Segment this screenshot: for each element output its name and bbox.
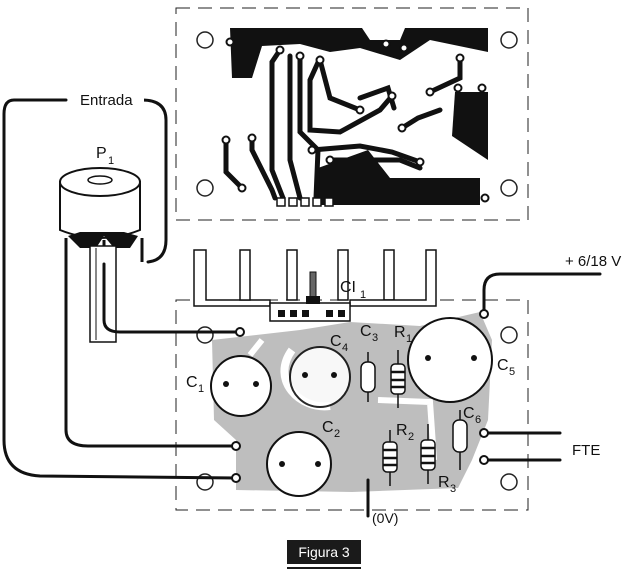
caption-underline [287,567,361,569]
resistor-r1 [390,350,406,408]
label-r2: R 2 [396,422,414,443]
label-c2: C 2 [322,419,340,440]
label-r3: R 3 [438,474,456,495]
potentiometer-p1 [59,167,144,343]
svg-text:C: C [463,405,475,422]
svg-text:1: 1 [406,333,412,345]
svg-text:C: C [360,323,372,340]
top-pcb-board [175,7,529,221]
svg-text:R: R [394,324,406,341]
svg-text:1: 1 [108,155,114,167]
label-c4: C 4 [330,333,348,354]
svg-text:C: C [330,333,342,350]
svg-text:3: 3 [450,483,456,495]
label-supply: + 6/18 V [565,253,621,270]
svg-text:R: R [396,422,408,439]
capacitor-c1 [210,355,272,417]
svg-text:1: 1 [198,383,204,395]
capacitor-c5 [407,317,493,403]
ic-cl1 [269,271,351,322]
label-p1: P 1 [96,145,114,167]
label-ground: (0V) [372,510,398,526]
svg-text:C: C [186,374,198,391]
svg-text:CI: CI [340,279,356,296]
label-r1: R 1 [394,324,412,345]
svg-text:R: R [438,474,450,491]
capacitor-c6 [452,410,468,470]
svg-text:1: 1 [360,289,366,301]
svg-text:3: 3 [372,332,378,344]
svg-text:C: C [322,419,334,436]
label-c6: C 6 [463,405,481,426]
svg-text:2: 2 [408,431,414,443]
label-c3: C 3 [360,323,378,344]
svg-text:C: C [497,357,509,374]
svg-text:5: 5 [509,366,515,378]
label-fte: FTE [572,442,600,459]
capacitor-c2 [266,431,332,497]
svg-text:2: 2 [334,428,340,440]
capacitor-c3 [360,352,376,402]
copper-traces [223,47,463,201]
capacitor-c4 [289,346,351,408]
resistor-r2 [382,430,398,486]
label-entrada: Entrada [80,92,133,109]
figure-caption: Figura 3 [287,540,361,564]
label-ci1: CI 1 [340,279,366,301]
svg-text:4: 4 [342,342,348,354]
svg-text:P: P [96,145,107,162]
label-c5: C 5 [497,357,515,378]
svg-text:6: 6 [475,414,481,426]
label-c1: C 1 [186,374,204,395]
wiring [2,98,602,518]
resistor-r3 [420,424,436,484]
